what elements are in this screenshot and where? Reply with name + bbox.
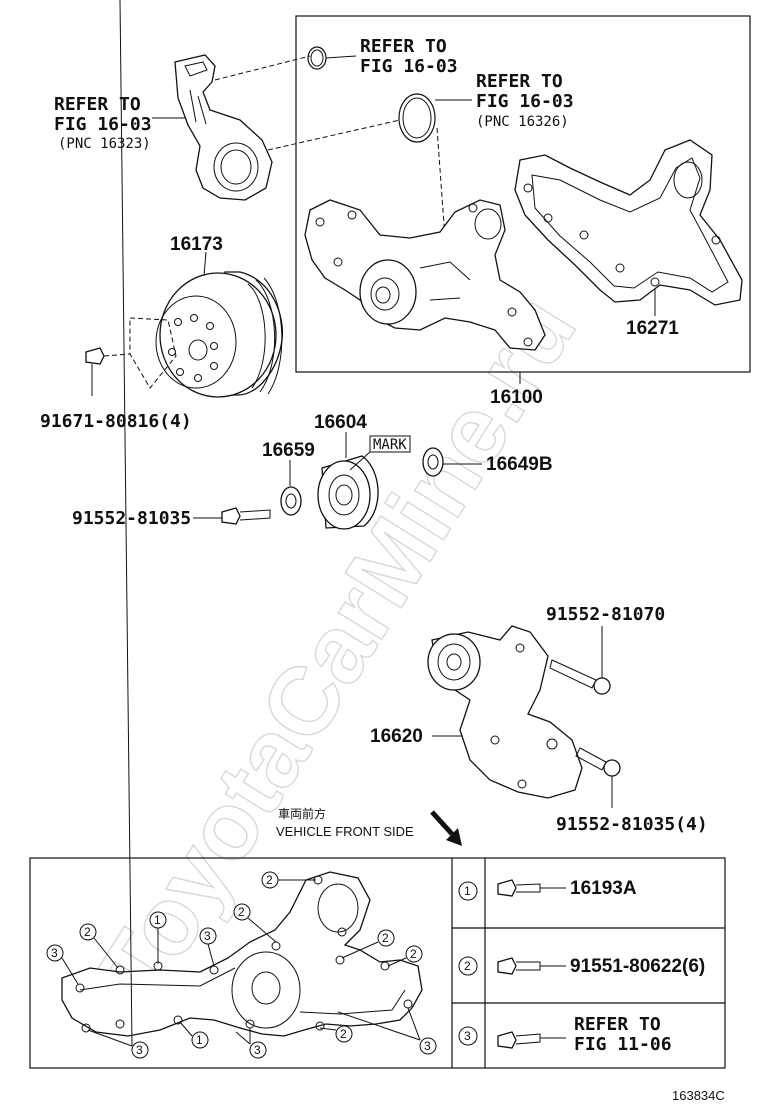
svg-text:2: 2 <box>84 925 91 939</box>
idler-plate-right <box>422 447 444 477</box>
idler-plate-right-hole <box>427 454 439 470</box>
water-pump-pulley <box>155 271 284 398</box>
part-number-pulley-bolt: 91671-80816(4) <box>40 411 192 432</box>
ref-c-line2: FIG 16-03 <box>54 114 152 135</box>
svg-text:2: 2 <box>464 959 471 973</box>
svg-text:1: 1 <box>196 1033 203 1047</box>
callout-3: 3 <box>337 1007 437 1055</box>
vehicle-front-arrow-icon <box>430 810 462 846</box>
part-number-idler-bolt: 91552-81035 <box>72 508 191 529</box>
ref-b-line1: REFER TO <box>476 71 563 92</box>
alignment-box <box>129 317 177 389</box>
callout-2: 2 <box>319 1025 353 1043</box>
part-number-pulley: 16173 <box>170 234 223 255</box>
alignment-line <box>436 127 446 239</box>
alignment-line <box>267 119 401 151</box>
part-number-tensioner: 16620 <box>370 726 423 747</box>
vehicle-front-en: VEHICLE FRONT SIDE <box>276 824 414 839</box>
o-ring-large <box>398 93 436 143</box>
svg-text:2: 2 <box>382 931 389 945</box>
svg-text:2: 2 <box>266 873 273 887</box>
callout-2: 2 <box>79 923 119 969</box>
bolt-location-box <box>29 857 726 1069</box>
vehicle-front-jp: 車両前方 <box>278 806 326 821</box>
part-number-gasket: 16271 <box>626 318 679 339</box>
part-number-tensioner-bolt-bottom: 91552-81035(4) <box>556 814 708 835</box>
water-pump-body <box>304 199 546 351</box>
svg-text:91551-80622(6): 91551-80622(6) <box>570 956 705 977</box>
svg-text:3: 3 <box>204 929 211 943</box>
callout-1: 1 <box>179 1021 209 1049</box>
callout-2: 2 <box>261 871 316 889</box>
svg-text:2: 2 <box>410 947 417 961</box>
o-ring-large-inner <box>402 97 432 139</box>
callout-3: 3 <box>199 927 217 967</box>
legend-row-3: 3 REFER TO FIG 11-06 <box>458 1014 672 1055</box>
idler-plate-left <box>280 486 302 516</box>
callout-1: 1 <box>149 911 167 964</box>
leader-line <box>203 251 207 277</box>
alignment-line <box>103 353 131 357</box>
leader-line <box>349 451 371 471</box>
callout-3: 3 <box>46 944 79 985</box>
legend-row-1: 1 16193A <box>458 878 637 901</box>
svg-text:2: 2 <box>238 905 245 919</box>
part-number-idler-pulley: 16604 <box>314 412 367 433</box>
svg-text:3: 3 <box>136 1043 143 1057</box>
part-number-tensioner-bolt-top: 91552-81070 <box>546 604 665 625</box>
svg-text:REFER TO: REFER TO <box>574 1014 661 1035</box>
svg-text:1: 1 <box>464 884 471 898</box>
legend-row-2: 2 91551-80622(6) <box>458 956 705 977</box>
idler-plate-left-hole <box>285 493 297 509</box>
idler-bolt <box>221 507 271 525</box>
pulley-bolt <box>85 347 105 396</box>
ref-a-line2: FIG 16-03 <box>360 56 458 77</box>
ref-b-line2: FIG 16-03 <box>476 91 574 112</box>
callout-3: 3 <box>235 1028 267 1059</box>
callout-2: 2 <box>341 929 395 959</box>
svg-text:3: 3 <box>254 1043 261 1057</box>
ref-c-line3: (PNC 16323) <box>58 136 151 152</box>
svg-text:FIG 11-06: FIG 11-06 <box>574 1034 672 1055</box>
leader-line <box>325 55 357 59</box>
tensioner-bolt-bottom <box>575 747 621 777</box>
ref-a-line1: REFER TO <box>360 36 447 57</box>
svg-text:1: 1 <box>154 913 161 927</box>
gasket-bolt-locations <box>61 871 423 1037</box>
ref-b-line3: (PNC 16326) <box>476 114 569 130</box>
alignment-line <box>214 55 311 81</box>
part-number-plate-right: 16649B <box>486 454 553 475</box>
water-pump-assembly-box <box>295 15 751 373</box>
mark-box <box>369 435 411 453</box>
tensioner-bolt-top <box>549 659 611 695</box>
svg-text:3: 3 <box>464 1029 471 1043</box>
water-pump-gasket <box>514 139 743 306</box>
idler-pulley <box>317 455 379 530</box>
svg-text:3: 3 <box>424 1039 431 1053</box>
svg-text:2: 2 <box>340 1027 347 1041</box>
part-number-plate-left: 16659 <box>262 440 315 461</box>
part-number-water-pump: 16100 <box>490 387 543 408</box>
svg-text:16193A: 16193A <box>570 878 637 899</box>
callout-2: 2 <box>387 945 423 967</box>
water-inlet-housing <box>174 54 273 201</box>
belt-tensioner <box>427 625 583 799</box>
ref-c-line1: REFER TO <box>54 94 141 115</box>
mark-label: MARK <box>373 437 407 453</box>
callout-3: 3 <box>87 0 149 1059</box>
figure-id: 163834C <box>672 1088 725 1103</box>
svg-text:3: 3 <box>51 946 58 960</box>
o-ring-small-inner <box>310 49 324 67</box>
callout-2: 2 <box>233 903 277 943</box>
